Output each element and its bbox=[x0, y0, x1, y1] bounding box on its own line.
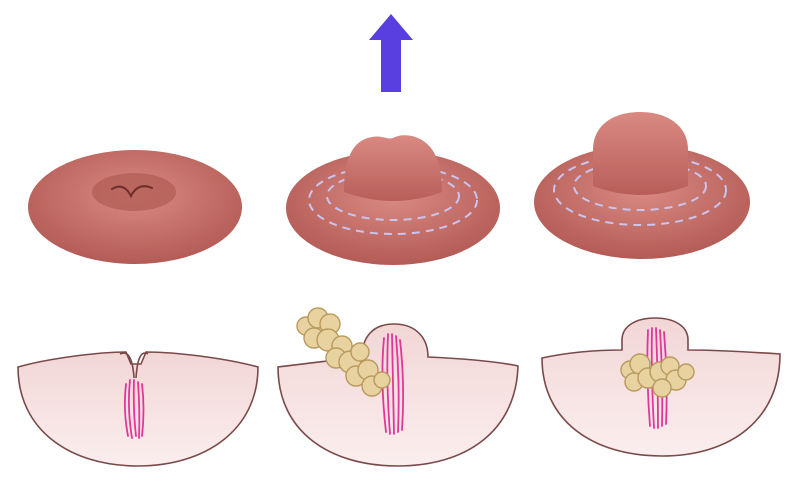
nipple-dome bbox=[344, 135, 442, 201]
nipple-dome bbox=[593, 112, 688, 195]
fibrous-bands bbox=[123, 379, 145, 439]
fat-graft-cluster bbox=[620, 353, 695, 398]
panel-section-inverted bbox=[17, 351, 259, 467]
tissue-section bbox=[17, 351, 259, 467]
inverted-nipple-fold bbox=[111, 185, 153, 199]
fat-graft-cluster bbox=[296, 307, 391, 397]
breast-surface bbox=[286, 151, 500, 265]
dashed-fold-inner bbox=[573, 161, 707, 211]
up-arrow-icon bbox=[369, 14, 413, 92]
dashed-fold-inner bbox=[326, 171, 460, 221]
panel-surface-everted bbox=[534, 112, 750, 259]
panel-surface-partial bbox=[286, 135, 500, 265]
panel-surface-inverted bbox=[28, 150, 242, 264]
panel-section-graft bbox=[277, 307, 519, 467]
dashed-fold-outer bbox=[308, 165, 478, 235]
inverted-nipple-notch bbox=[119, 352, 149, 379]
panel-section-supported bbox=[541, 317, 781, 457]
